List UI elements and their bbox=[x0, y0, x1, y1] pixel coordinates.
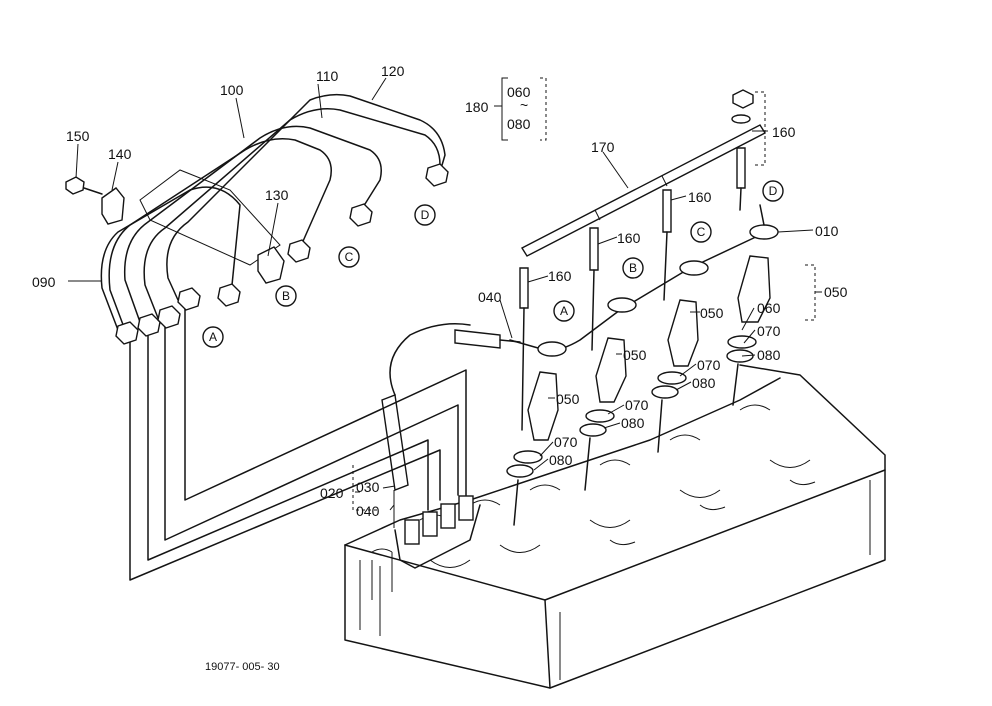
pipe-clamp bbox=[257, 246, 285, 284]
label-030: 030 bbox=[356, 479, 380, 495]
label-020: 020 bbox=[320, 485, 344, 501]
glow-plugs bbox=[519, 147, 746, 431]
label-140: 140 bbox=[108, 146, 132, 162]
label-050-2: 050 bbox=[623, 347, 647, 363]
leader-lines bbox=[68, 77, 822, 511]
label-070-right: 070 bbox=[757, 323, 781, 339]
marker-a-left: A bbox=[209, 330, 217, 344]
label-150: 150 bbox=[66, 128, 90, 144]
return-pipe bbox=[521, 89, 766, 257]
diagram-code: 19077- 005- 30 bbox=[205, 661, 280, 673]
bracket-180-right bbox=[540, 77, 547, 141]
label-080-top: 080 bbox=[507, 116, 531, 132]
label-060-top: 060 bbox=[507, 84, 531, 100]
label-060-right: 060 bbox=[757, 300, 781, 316]
label-180: 180 bbox=[465, 99, 489, 115]
label-120: 120 bbox=[381, 63, 405, 79]
label-050-1: 050 bbox=[556, 391, 580, 407]
clamp-and-bolt bbox=[65, 176, 125, 225]
label-130: 130 bbox=[265, 187, 289, 203]
label-070-2: 070 bbox=[625, 397, 649, 413]
label-080-1: 080 bbox=[549, 452, 573, 468]
label-160-b: 160 bbox=[688, 189, 712, 205]
marker-c-left: C bbox=[345, 250, 354, 264]
marker-d-left: D bbox=[421, 208, 430, 222]
tilde-sign: ~ bbox=[520, 97, 528, 113]
label-110: 110 bbox=[316, 68, 339, 84]
label-170: 170 bbox=[591, 139, 615, 155]
circle-markers bbox=[202, 180, 784, 348]
label-050-group: 050 bbox=[824, 284, 848, 300]
label-040-top: 040 bbox=[478, 289, 502, 305]
label-080-3: 080 bbox=[692, 375, 716, 391]
part-labels: 150 140 100 110 120 130 090 180 060 ~ 08… bbox=[32, 63, 848, 519]
leak-off-hose bbox=[352, 323, 521, 528]
label-160-c: 160 bbox=[617, 230, 641, 246]
label-080-2: 080 bbox=[621, 415, 645, 431]
injector-4 bbox=[726, 255, 771, 406]
injection-pump bbox=[371, 495, 481, 600]
label-160-top: 160 bbox=[772, 124, 796, 140]
label-010: 010 bbox=[815, 223, 839, 239]
marker-c-right: C bbox=[697, 225, 706, 239]
label-070-3: 070 bbox=[697, 357, 721, 373]
marker-a-right: A bbox=[560, 304, 568, 318]
bracket-050 bbox=[805, 264, 816, 321]
label-040-bottom: 040 bbox=[356, 503, 380, 519]
injector-2 bbox=[579, 337, 627, 491]
marker-b-left: B bbox=[282, 289, 290, 303]
injector-3 bbox=[651, 299, 699, 453]
bracket-180 bbox=[501, 77, 508, 141]
label-090: 090 bbox=[32, 274, 56, 290]
marker-d-right: D bbox=[769, 184, 778, 198]
label-050-3: 050 bbox=[700, 305, 724, 321]
marker-b-right: B bbox=[629, 261, 637, 275]
label-160-d: 160 bbox=[548, 268, 572, 284]
label-070-1: 070 bbox=[554, 434, 578, 450]
injector-1 bbox=[506, 371, 559, 526]
label-080-right: 080 bbox=[757, 347, 781, 363]
injection-pipes bbox=[100, 93, 467, 581]
label-100: 100 bbox=[220, 82, 244, 98]
